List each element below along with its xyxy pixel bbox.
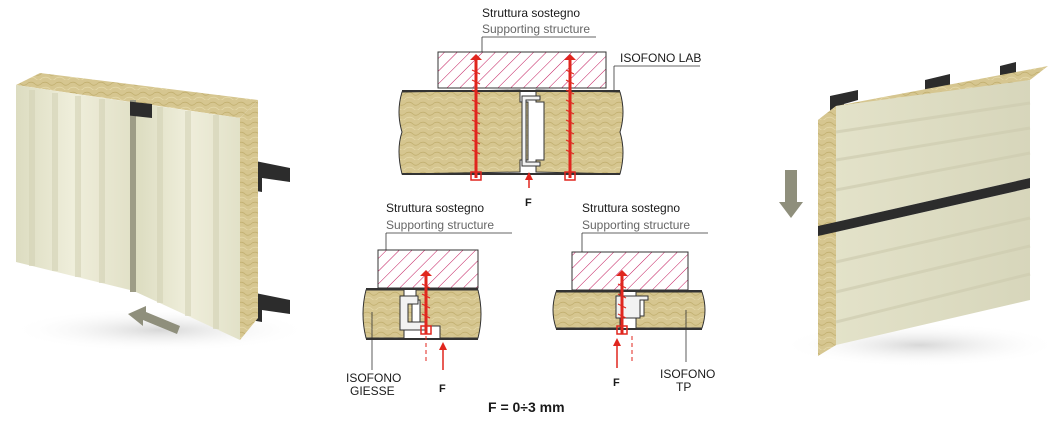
support-label-it-right: Struttura sostegno (582, 201, 680, 215)
product-label-left-2: GIESSE (350, 384, 395, 398)
section-isofono-tp: F Struttura sostegno Supporting structur… (552, 201, 715, 394)
screw-top-right (564, 54, 576, 181)
support-label-it-left: Struttura sostegno (386, 201, 484, 215)
panel-right-top (535, 89, 624, 175)
panel-left-top (398, 89, 529, 175)
section-isofono-giesse: F Struttura sostegno Supporting structur… (346, 201, 512, 398)
force-arrow-top (525, 172, 533, 188)
force-label-right: F (613, 377, 620, 389)
force-label-left: F (439, 383, 446, 395)
support-structure-right (571, 251, 689, 291)
force-arrow-right (613, 338, 621, 368)
section-isofono-lab: F Struttura sostegno Supporting structur… (398, 6, 701, 209)
product-label-right-2: TP (676, 380, 691, 394)
screw-right-tp (616, 270, 633, 362)
arrow-left-icon (128, 306, 180, 334)
force-arrow-left (439, 342, 447, 370)
product-label-left-1: ISOFONO (346, 371, 401, 385)
product-label-right-1: ISOFONO (660, 367, 715, 381)
tolerance-formula: F = 0÷3 mm (488, 399, 565, 415)
screw-left-giesse (420, 270, 432, 362)
arrow-down-icon (779, 170, 803, 218)
support-label-en-left: Supporting structure (386, 218, 494, 232)
right-panel-illustration (780, 62, 1060, 367)
support-label-en-top: Supporting structure (482, 22, 590, 36)
left-panel-illustration (10, 73, 310, 352)
screw-top-left (470, 54, 482, 181)
product-label-top: ISOFONO LAB (620, 51, 701, 65)
force-label-top: F (525, 197, 532, 209)
support-structure-left (377, 249, 479, 289)
support-label-it-top: Struttura sostegno (482, 6, 580, 20)
support-label-en-right: Supporting structure (582, 218, 690, 232)
panel-right-tp-b (635, 291, 706, 329)
support-structure-top (437, 51, 607, 89)
